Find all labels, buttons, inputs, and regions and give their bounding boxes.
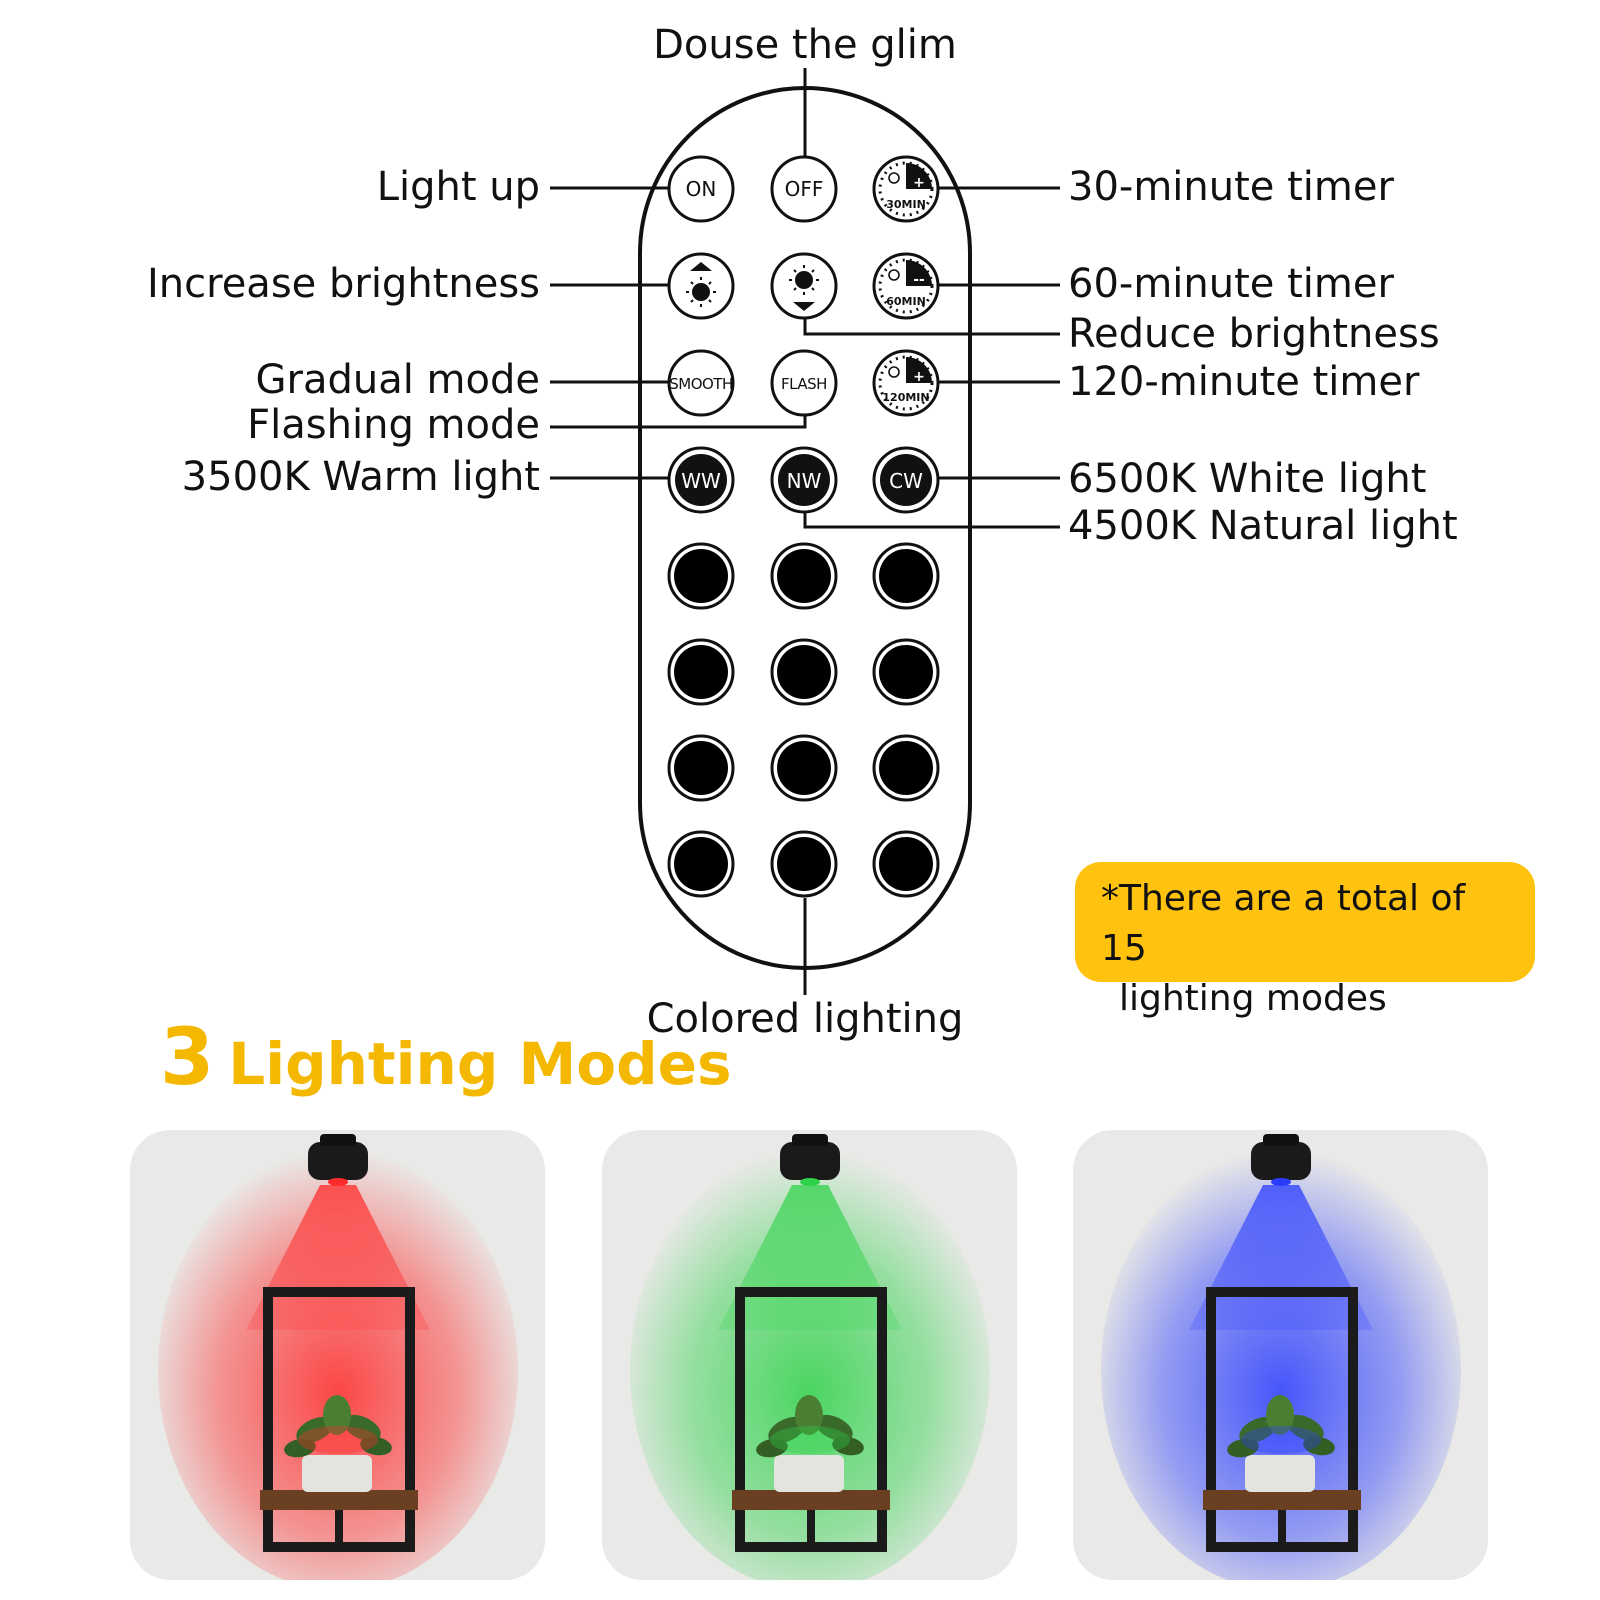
timer-30-button[interactable]: + 30MIN <box>872 155 940 223</box>
color-button[interactable] <box>667 830 735 898</box>
label-reduce-brightness: Reduce brightness <box>1068 311 1440 357</box>
color-button[interactable] <box>770 830 838 898</box>
color-button[interactable] <box>667 638 735 706</box>
remote-diagram: ON OFF + 30MIN <box>147 22 1458 1042</box>
plant-leaves <box>756 1395 864 1458</box>
panel-illustration <box>1101 1134 1461 1580</box>
increase-brightness-button[interactable] <box>667 252 735 320</box>
spotlight-fixture <box>1251 1142 1311 1180</box>
ww-button[interactable]: WW <box>667 446 735 514</box>
light-glow <box>630 1150 990 1580</box>
flash-button[interactable]: FLASH <box>770 349 838 417</box>
label-warm-light: 3500K Warm light <box>182 454 540 500</box>
timer-60-button[interactable]: -- 60MIN <box>872 252 940 320</box>
spotlight-fixture <box>780 1142 840 1180</box>
light-glow <box>158 1150 518 1580</box>
wooden-shelf <box>1203 1490 1361 1510</box>
svg-text:--: -- <box>913 272 925 288</box>
leader-flash <box>550 415 807 429</box>
label-gradual-mode: Gradual mode <box>256 357 540 403</box>
color-button[interactable] <box>872 638 940 706</box>
plant-leaves <box>284 1395 392 1458</box>
color-button[interactable] <box>872 734 940 802</box>
ww-button-label: WW <box>681 469 721 493</box>
timer-60-label: 60MIN <box>886 295 926 308</box>
color-button[interactable] <box>770 542 838 610</box>
plant-pot <box>774 1455 844 1492</box>
color-button[interactable] <box>872 830 940 898</box>
panel-illustration <box>158 1134 518 1580</box>
alarm-clock-icon <box>888 366 900 378</box>
note-line-2: lighting modes <box>1119 978 1387 1019</box>
color-button[interactable] <box>667 542 735 610</box>
plant-pot <box>302 1455 372 1492</box>
timer-30-label: 30MIN <box>886 198 926 211</box>
smooth-button[interactable]: SMOOTH <box>667 349 735 417</box>
on-button[interactable]: ON <box>667 155 735 223</box>
plant-leaves <box>1227 1395 1335 1458</box>
wooden-shelf <box>732 1490 890 1510</box>
plant-pot <box>1245 1455 1315 1492</box>
label-timer-60: 60-minute timer <box>1068 261 1394 307</box>
cw-button-label: CW <box>889 469 923 493</box>
label-douse-the-glim: Douse the glim <box>653 22 957 68</box>
flash-button-label: FLASH <box>781 375 827 393</box>
sun-icon <box>692 283 710 301</box>
label-timer-120: 120-minute timer <box>1068 359 1420 405</box>
arrow-down-icon <box>793 302 815 311</box>
wooden-shelf <box>260 1490 418 1510</box>
label-natural-light: 4500K Natural light <box>1068 503 1458 549</box>
leader-lines <box>550 68 1060 995</box>
blue-light-panel <box>1073 1130 1488 1580</box>
alarm-clock-icon <box>888 269 900 281</box>
label-white-light: 6500K White light <box>1068 456 1426 502</box>
color-button[interactable] <box>770 638 838 706</box>
smooth-button-label: SMOOTH <box>669 375 733 393</box>
arrow-up-icon <box>690 262 712 271</box>
panel-illustration <box>630 1134 990 1580</box>
sun-icon <box>795 271 813 289</box>
off-button-label: OFF <box>785 177 824 201</box>
timer-quarter-icon <box>906 163 932 189</box>
heading-text: Lighting Modes <box>228 1030 732 1098</box>
label-colored-lighting: Colored lighting <box>647 996 964 1042</box>
leader-nw <box>803 511 1060 529</box>
timer-120-label: 120MIN <box>882 391 929 404</box>
alarm-clock-icon <box>888 172 900 184</box>
svg-text:+: + <box>913 175 925 191</box>
svg-text:+: + <box>913 369 925 385</box>
cw-button[interactable]: CW <box>872 446 940 514</box>
timer-quarter-icon <box>906 260 932 286</box>
label-flashing-mode: Flashing mode <box>247 402 540 448</box>
timer-quarter-icon <box>906 357 932 383</box>
nw-button[interactable]: NW <box>770 446 838 514</box>
note-line-1: *There are a total of 15 <box>1101 878 1466 969</box>
label-increase-brightness: Increase brightness <box>147 261 540 307</box>
light-glow <box>1101 1150 1461 1580</box>
reduce-brightness-button[interactable] <box>770 252 838 320</box>
red-light-panel <box>130 1130 545 1580</box>
color-button[interactable] <box>770 734 838 802</box>
nw-button-label: NW <box>787 469 822 493</box>
label-timer-30: 30-minute timer <box>1068 164 1394 210</box>
color-button[interactable] <box>667 734 735 802</box>
green-light-panel <box>602 1130 1017 1580</box>
label-light-up: Light up <box>377 164 540 210</box>
on-button-label: ON <box>686 177 717 201</box>
total-modes-note: *There are a total of 15 lighting modes <box>1075 862 1535 1019</box>
spotlight-fixture <box>308 1142 368 1180</box>
colored-lighting-buttons <box>667 542 940 898</box>
heading-number: 3 <box>160 1013 215 1103</box>
off-button[interactable]: OFF <box>770 155 838 223</box>
timer-120-button[interactable]: + 120MIN <box>872 349 940 417</box>
color-button[interactable] <box>872 542 940 610</box>
leader-reduce <box>803 318 1060 336</box>
